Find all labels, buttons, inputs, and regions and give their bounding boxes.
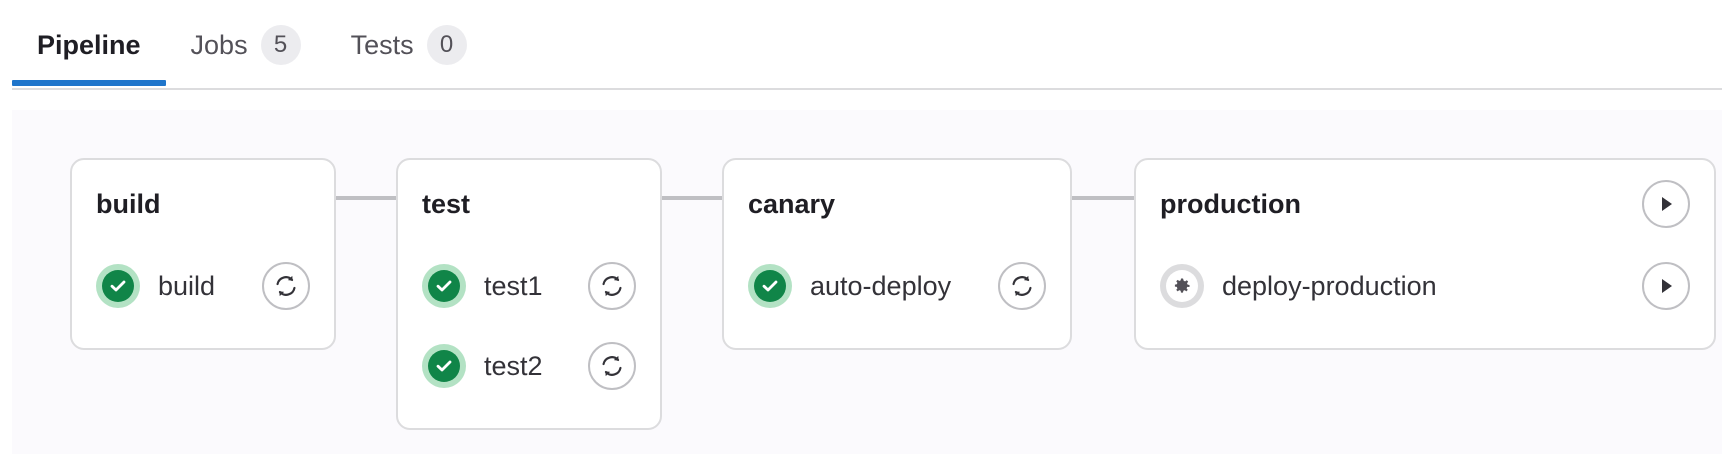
stage-card-build[interactable]: build build (70, 158, 336, 350)
stage-title-test: test (422, 188, 471, 219)
pipeline-tab-bar: Pipeline Jobs 5 Tests 0 (0, 0, 1722, 94)
job-name-test2: test2 (484, 350, 543, 381)
success-check-icon (422, 344, 466, 388)
tab-jobs[interactable]: Jobs 5 (166, 0, 326, 90)
stage-title-build: build (96, 188, 161, 219)
tab-tests-badge: 0 (426, 25, 467, 65)
job-main-test2: test2 (422, 344, 543, 388)
job-main-build: build (96, 264, 215, 308)
stage-card-canary[interactable]: canary auto-deploy (722, 158, 1072, 350)
stage-card-production[interactable]: production (1134, 158, 1716, 350)
connector-canary-production (1072, 196, 1134, 200)
tab-jobs-label: Jobs (190, 29, 248, 60)
job-main-test1: test1 (422, 264, 543, 308)
pipeline-graph-container: build build (12, 110, 1722, 454)
job-row-deploy-production[interactable]: deploy-production (1136, 246, 1714, 326)
job-name-test1: test1 (484, 270, 543, 301)
job-list-canary: auto-deploy (724, 246, 1070, 326)
retry-icon[interactable] (262, 262, 310, 310)
tab-jobs-badge: 5 (260, 25, 301, 65)
play-icon[interactable] (1642, 180, 1690, 228)
play-icon[interactable] (1642, 262, 1690, 310)
job-row-build[interactable]: build (72, 246, 334, 326)
connector-test-canary (662, 196, 722, 200)
retry-icon[interactable] (588, 262, 636, 310)
job-name-auto-deploy: auto-deploy (810, 270, 952, 301)
success-check-icon (422, 264, 466, 308)
pipeline-graph: build build (12, 110, 1722, 454)
stage-header-canary: canary (724, 182, 1070, 226)
job-name-deploy-production: deploy-production (1222, 270, 1437, 301)
stage-title-production: production (1160, 188, 1301, 219)
success-check-icon (748, 264, 792, 308)
job-row-test2[interactable]: test2 (398, 326, 660, 406)
job-row-auto-deploy[interactable]: auto-deploy (724, 246, 1070, 326)
tab-tests[interactable]: Tests 0 (326, 0, 492, 90)
gear-icon (1160, 264, 1204, 308)
success-check-icon (96, 264, 140, 308)
stage-header-build: build (72, 182, 334, 226)
stage-card-test[interactable]: test test1 (396, 158, 662, 430)
job-row-test1[interactable]: test1 (398, 246, 660, 326)
retry-icon[interactable] (588, 342, 636, 390)
stage-header-test: test (398, 182, 660, 226)
retry-icon[interactable] (998, 262, 1046, 310)
job-list-build: build (72, 246, 334, 326)
tab-pipeline[interactable]: Pipeline (12, 0, 166, 90)
tab-active-underline (12, 80, 166, 86)
tab-pipeline-label: Pipeline (37, 29, 141, 60)
job-main-deploy-production: deploy-production (1160, 264, 1437, 308)
tab-tests-label: Tests (350, 29, 414, 60)
stage-title-canary: canary (748, 188, 836, 219)
job-main-auto-deploy: auto-deploy (748, 264, 951, 308)
stage-header-production: production (1136, 180, 1714, 228)
job-list-test: test1 (398, 246, 660, 406)
connector-build-test (324, 196, 396, 200)
job-list-production: deploy-production (1136, 246, 1714, 326)
job-name-build: build (158, 270, 216, 301)
